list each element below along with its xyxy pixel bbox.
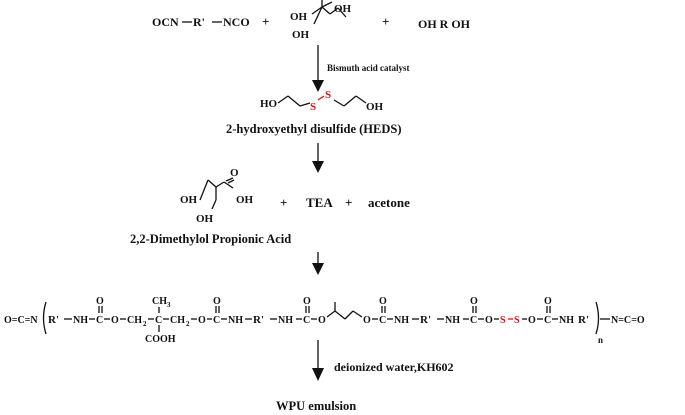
nco-label: NCO (223, 15, 250, 29)
ch3-sub: 3 (167, 301, 171, 309)
c-1: C (96, 315, 103, 326)
r-prime-4: R' (578, 314, 589, 326)
acetone-label: acetone (368, 195, 410, 210)
arrow-head-icon (312, 368, 324, 381)
triol-oh-top-left: OH (290, 11, 308, 23)
nh-2: NH (228, 315, 243, 326)
c-2: C (213, 315, 220, 326)
nh-5: NH (445, 315, 460, 326)
heds-s1: S (310, 101, 316, 113)
cooh-label: COOH (145, 334, 176, 345)
o-8: O (379, 296, 387, 307)
plus-sign: + (262, 14, 269, 29)
o-5: O (303, 296, 311, 307)
o-1: O (96, 296, 104, 307)
plus-sign: + (382, 14, 389, 29)
ch3-label: CH (152, 296, 167, 307)
ch2-2: CH (170, 315, 185, 326)
tea-label: TEA (306, 195, 333, 210)
n-subscript: n (598, 335, 603, 345)
ch2-sub-1: 2 (143, 320, 147, 328)
r-prime-3: R' (420, 314, 431, 326)
r-prime-2: R' (253, 314, 264, 326)
end-right-label: N=C=O (611, 315, 645, 326)
bracket-left (42, 301, 47, 335)
bracket-right (595, 301, 600, 335)
o-6: O (318, 315, 326, 326)
diol-label: OH R OH (418, 17, 471, 31)
dmpa-structure (199, 177, 235, 210)
r-prime-1: R' (48, 314, 59, 326)
r-prime-label: R' (193, 15, 205, 29)
heds-ho: HO (260, 98, 278, 110)
nh-3: NH (278, 315, 293, 326)
nh-6: NH (559, 315, 574, 326)
o-2: O (111, 315, 119, 326)
nh-1: NH (73, 315, 88, 326)
triol-oh-top-right: OH (334, 3, 352, 15)
ch2-sub-2: 2 (186, 320, 190, 328)
c-quat: C (155, 315, 162, 326)
polymer-chain: O=C=N R' NH C O O CH 2 C CH 3 COOH CH 2 … (4, 296, 645, 345)
final-step-label: deionized water,KH602 (334, 360, 454, 374)
arrow-head-icon (312, 263, 324, 275)
o-3: O (198, 315, 206, 326)
ocn-label: OCN (152, 15, 179, 29)
c-6: C (544, 315, 551, 326)
dmpa-oh-bottom: OH (196, 213, 214, 225)
dmpa-o-top: O (230, 167, 239, 179)
s-1: S (500, 315, 506, 326)
o-7: O (363, 315, 371, 326)
o-10: O (485, 315, 493, 326)
heds-structure (277, 95, 367, 107)
ch2-1: CH (127, 315, 142, 326)
o-12: O (544, 296, 552, 307)
c-4: C (379, 315, 386, 326)
end-left-label: O=C=N (4, 315, 38, 326)
heds-oh: OH (366, 101, 384, 113)
o-11: O (528, 315, 536, 326)
dmpa-oh-right: OH (236, 194, 254, 206)
dmpa-name: 2,2-Dimethylol Propionic Acid (130, 232, 291, 246)
o-4: O (213, 296, 221, 307)
arrow-head-icon (312, 80, 324, 92)
triol-structure (311, 0, 347, 25)
c-3: C (303, 315, 310, 326)
product-label: WPU emulsion (276, 399, 356, 413)
triol-oh-bottom: OH (292, 29, 310, 41)
plus-sign: + (345, 195, 352, 210)
heds-s2: S (325, 89, 331, 101)
s-2: S (514, 315, 520, 326)
nh-4: NH (394, 315, 409, 326)
o-9: O (470, 296, 478, 307)
heds-name: 2-hydroxyethyl disulfide (HEDS) (226, 122, 402, 136)
catalyst-label: Bismuth acid catalyst (327, 63, 410, 73)
dmpa-oh-left: OH (180, 194, 198, 206)
plus-sign: + (280, 195, 287, 210)
arrow-head-icon (312, 161, 324, 173)
c-5: C (470, 315, 477, 326)
